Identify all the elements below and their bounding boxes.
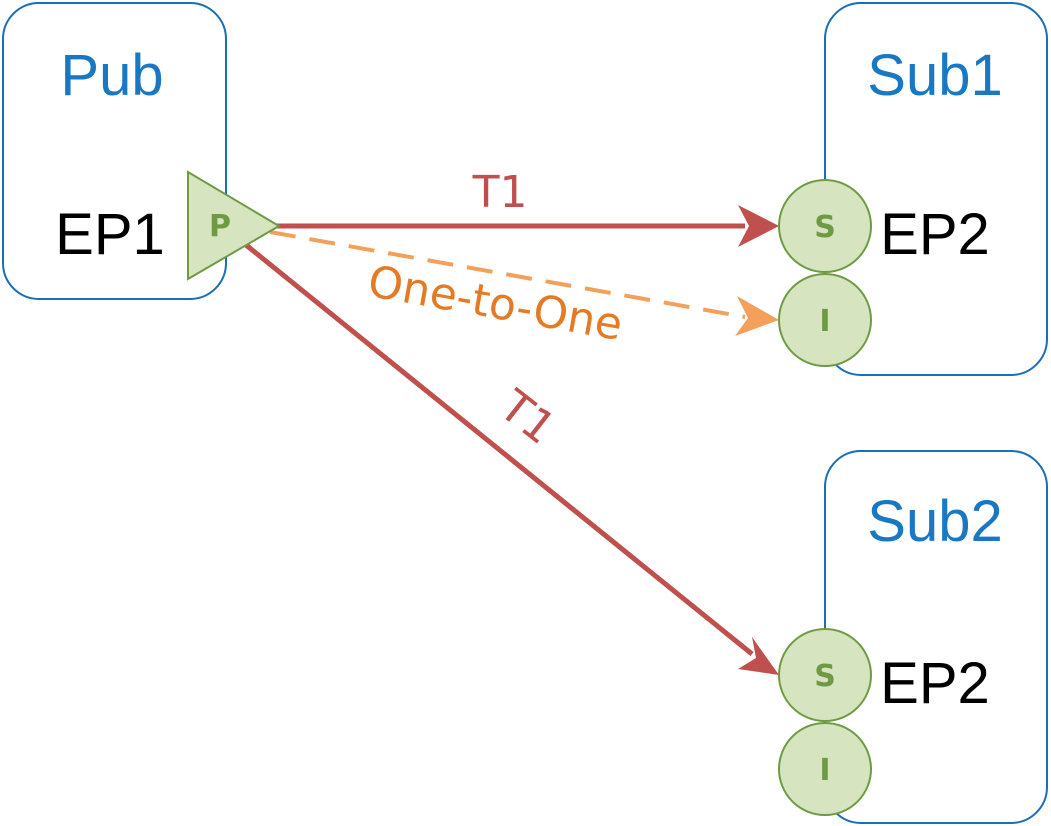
- sub1-port-s-letter: S: [814, 210, 836, 245]
- sub1-port-s[interactable]: S: [778, 179, 872, 273]
- sub1-port-i-letter: I: [819, 304, 830, 339]
- sub1-title: Sub1: [867, 43, 1002, 108]
- one-to-one-arrow-sub1: [269, 230, 779, 336]
- sub2-port-s[interactable]: S: [778, 628, 872, 722]
- one-to-one-arrowhead-sub1: [735, 296, 779, 336]
- sub1-port-i[interactable]: I: [778, 273, 872, 367]
- instance-port-icon: [778, 722, 872, 816]
- subscriber-port-icon: [778, 179, 872, 273]
- topic-arrowhead-sub1: [738, 205, 779, 247]
- publisher-port-icon: [187, 170, 281, 281]
- instance-port-icon: [778, 273, 872, 367]
- sub2-endpoint-label: EP2: [880, 651, 990, 716]
- one-to-one-label: One-to-One: [364, 256, 626, 351]
- topic-arrow-sub1: [272, 205, 779, 247]
- pub-node[interactable]: Pub EP1: [2, 2, 227, 300]
- topic-arrow-sub2: [244, 243, 779, 675]
- topic-label-sub2: T1: [489, 380, 564, 455]
- pub-port-p[interactable]: P: [187, 170, 281, 281]
- subscriber-port-icon: [778, 628, 872, 722]
- pub-box: [2, 2, 227, 300]
- sub2-title: Sub2: [867, 489, 1002, 554]
- sub2-port-i-letter: I: [819, 753, 830, 788]
- publisher-port-letter: P: [209, 209, 231, 244]
- sub1-endpoint-label: EP2: [880, 202, 990, 267]
- pub-title: Pub: [60, 43, 163, 108]
- sub1-node[interactable]: Sub1 EP2: [824, 2, 1048, 376]
- topic-line-sub2: [244, 243, 754, 656]
- pub-endpoint-label: EP1: [55, 202, 165, 267]
- sub2-port-s-letter: S: [814, 659, 836, 694]
- topic-label-sub1: T1: [472, 167, 528, 218]
- one-to-one-line-sub1: [269, 230, 746, 319]
- sub2-node[interactable]: Sub2 EP2: [824, 450, 1048, 824]
- topic-arrowhead-sub2: [738, 637, 779, 675]
- sub2-port-i[interactable]: I: [778, 722, 872, 816]
